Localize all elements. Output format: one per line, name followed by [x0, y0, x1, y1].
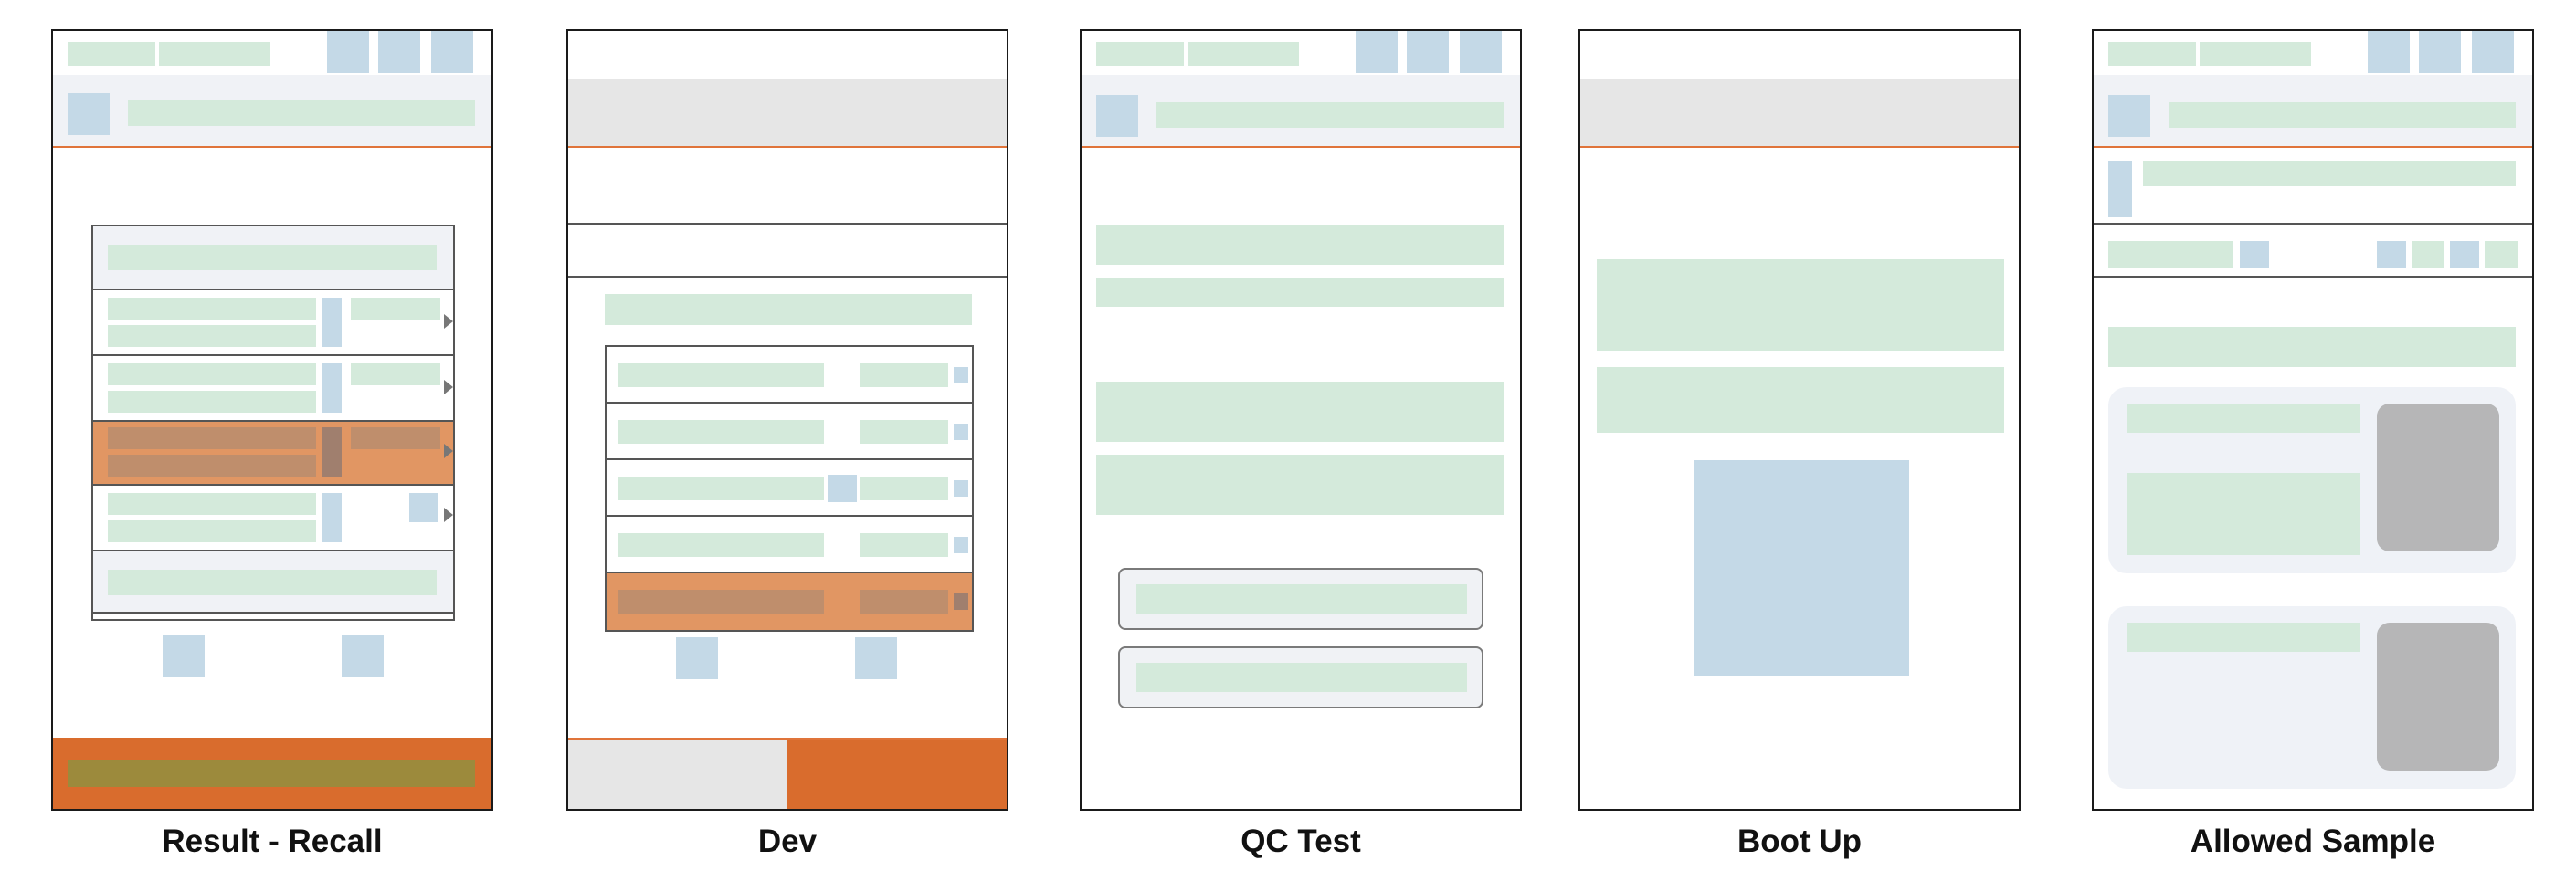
header-divider: [53, 146, 491, 148]
view-label-placeholder: [2485, 241, 2518, 268]
table-row[interactable]: [607, 517, 972, 572]
toolbar-icon[interactable]: [1460, 31, 1502, 73]
header-divider: [1082, 146, 1520, 148]
text-placeholder: [1096, 455, 1504, 515]
header-title-placeholder: [1156, 102, 1504, 128]
sample-image: [2377, 404, 2499, 551]
title-placeholder: [2108, 42, 2196, 66]
toolbar-icon[interactable]: [2368, 31, 2410, 73]
next-page-icon[interactable]: [342, 635, 384, 677]
title-placeholder: [68, 42, 155, 66]
sample-card[interactable]: [2108, 387, 2516, 573]
subtitle-placeholder: [159, 42, 270, 66]
text-placeholder: [1096, 225, 1504, 265]
sample-card[interactable]: [2108, 606, 2516, 789]
back-icon[interactable]: [1096, 95, 1138, 137]
chevron-right-icon: [444, 508, 453, 522]
toolbar-icon[interactable]: [431, 31, 473, 73]
caption-dev: Dev: [757, 824, 818, 859]
qc-option-button[interactable]: [1118, 568, 1483, 630]
section-title-placeholder: [605, 294, 972, 325]
header-divider: [2094, 146, 2532, 148]
view-label-placeholder: [2412, 241, 2444, 268]
table-row[interactable]: [607, 404, 972, 458]
table-row[interactable]: [607, 347, 972, 402]
view-icon[interactable]: [2377, 241, 2406, 268]
table-row-selected[interactable]: [607, 573, 972, 630]
filter-icon[interactable]: [2240, 241, 2269, 268]
view-icon[interactable]: [2450, 241, 2479, 268]
primary-action-button[interactable]: [787, 740, 1007, 809]
text-placeholder: [1096, 278, 1504, 307]
list-item[interactable]: [93, 356, 453, 420]
prev-page-icon[interactable]: [163, 635, 205, 677]
toolbar-icon[interactable]: [1356, 31, 1398, 73]
text-placeholder: [1597, 259, 2004, 351]
header-divider: [1580, 146, 2019, 148]
table-row[interactable]: [607, 460, 972, 515]
qc-option-button[interactable]: [1118, 646, 1483, 708]
caption-result-recall: Result - Recall: [162, 824, 383, 859]
sample-image: [2377, 623, 2499, 771]
primary-action-label-placeholder: [68, 760, 475, 787]
info-icon: [2108, 161, 2132, 217]
info-text-placeholder: [2143, 161, 2516, 186]
text-placeholder: [1096, 382, 1504, 442]
next-page-icon[interactable]: [855, 637, 897, 679]
caption-boot-up: Boot Up: [1737, 824, 1863, 859]
toolbar-icon[interactable]: [2472, 31, 2514, 73]
filter-label-placeholder: [2108, 241, 2233, 268]
subtitle-placeholder: [1188, 42, 1299, 66]
toolbar-icon[interactable]: [1407, 31, 1449, 73]
toolbar-icon[interactable]: [327, 31, 369, 73]
dev-table: [605, 345, 974, 632]
wireframe-qc-test: [1080, 29, 1522, 811]
back-icon[interactable]: [2108, 95, 2150, 137]
header-divider: [568, 146, 1007, 148]
caption-qc-test: QC Test: [1240, 824, 1361, 859]
wireframe-dev: [566, 29, 1008, 811]
header-bar: [1580, 79, 2019, 146]
back-icon[interactable]: [68, 93, 110, 135]
text-placeholder: [1597, 367, 2004, 433]
section-title-placeholder: [2108, 327, 2516, 367]
chevron-right-icon: [444, 314, 453, 329]
toolbar-icon[interactable]: [378, 31, 420, 73]
list-item-selected[interactable]: [93, 422, 453, 484]
list-item[interactable]: [93, 290, 453, 354]
logo-image: [1694, 460, 1909, 676]
chevron-right-icon: [444, 444, 453, 458]
toolbar-icon[interactable]: [2419, 31, 2461, 73]
header-title-placeholder: [2169, 102, 2516, 128]
chevron-right-icon: [444, 380, 453, 394]
list-item[interactable]: [93, 486, 453, 550]
wireframe-boot-up: [1578, 29, 2021, 811]
secondary-action-button[interactable]: [568, 740, 787, 809]
wireframe-result-recall: [51, 29, 493, 811]
title-placeholder: [1096, 42, 1184, 66]
header-bar: [568, 79, 1007, 146]
result-list: [91, 225, 455, 621]
wireframe-allowed-sample: [2092, 29, 2534, 811]
list-header-placeholder: [108, 245, 437, 270]
header-title-placeholder: [128, 100, 475, 126]
subtitle-placeholder: [2200, 42, 2311, 66]
caption-allowed-sample: Allowed Sample: [2190, 824, 2436, 859]
prev-page-icon[interactable]: [676, 637, 718, 679]
